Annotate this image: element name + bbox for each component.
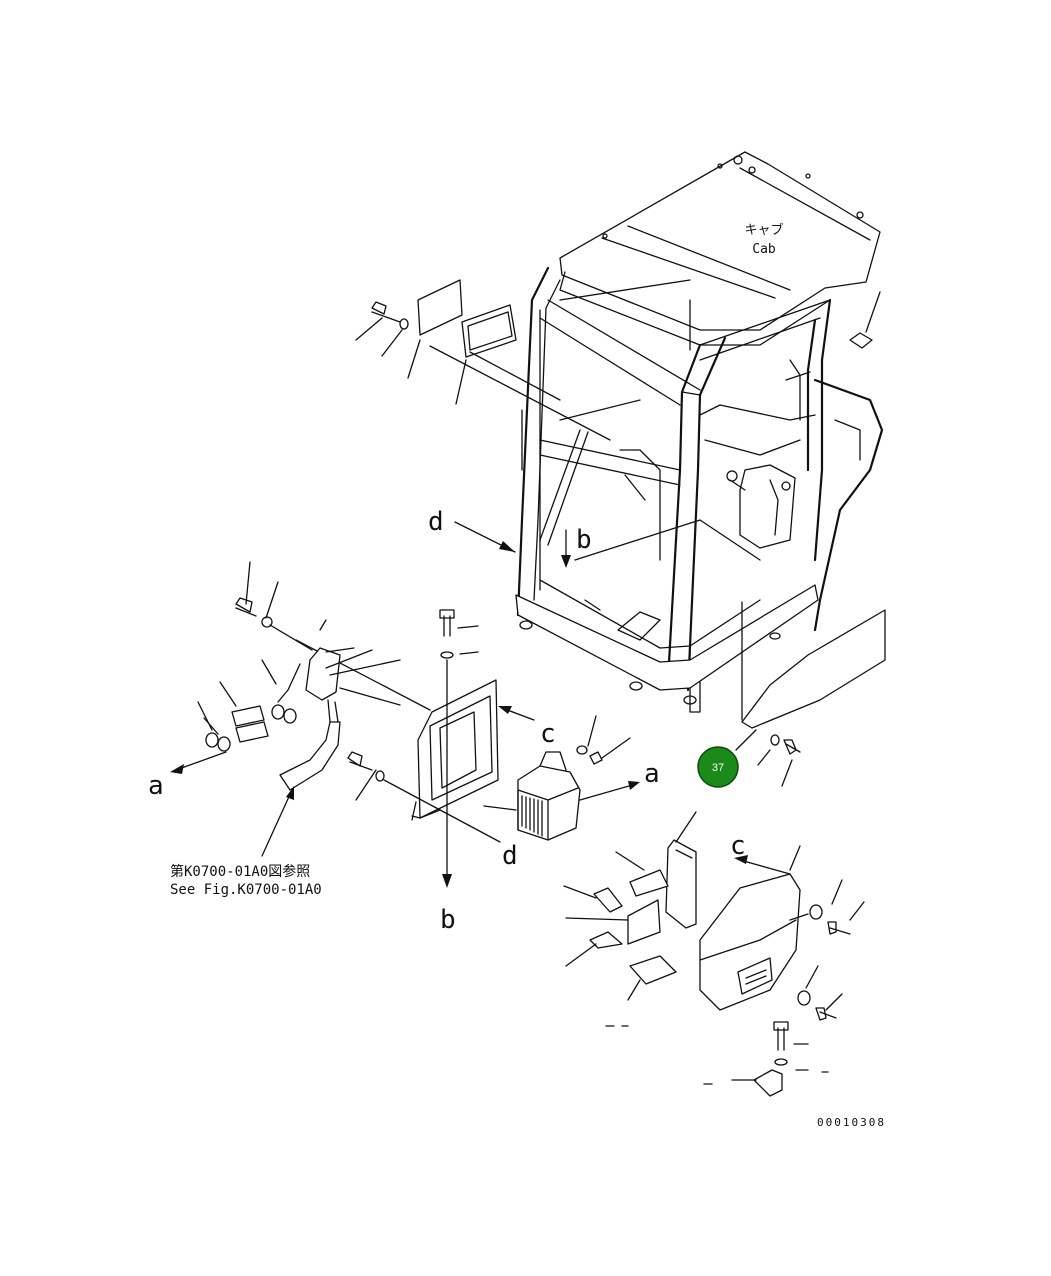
callout-number: 37 [712, 762, 724, 774]
cab-label-en: Cab [752, 242, 776, 257]
cab-label-jp: キャブ [744, 222, 783, 238]
plate-assembly-top-left [355, 279, 881, 441]
view-a-right: a [644, 759, 660, 789]
center-panel: b d [347, 609, 535, 935]
callout-badge [698, 747, 738, 787]
callout-37: 37 [697, 746, 739, 788]
drawing-number: 00010308 [817, 1116, 886, 1129]
view-d-bottom: d [502, 841, 518, 871]
view-arrows-cab: d b [428, 507, 592, 568]
view-a-left: a [148, 771, 164, 801]
cab-label: キャブ Cab [744, 222, 783, 257]
view-d-left: d [428, 507, 444, 537]
view-b-bottom: b [440, 905, 456, 935]
side-panel-right [735, 601, 886, 787]
duct-assembly-left: a [148, 561, 431, 801]
cab-assembly [515, 151, 884, 713]
ref-note-en: See Fig.K0700-01A0 [170, 882, 322, 898]
pad-set-lower [563, 811, 697, 1027]
ref-note-jp: 第K0700-01A0図参照 [170, 863, 310, 880]
reference-note: 第K0700-01A0図参照 See Fig.K0700-01A0 [170, 786, 322, 898]
heater-unit: a c [483, 715, 660, 841]
cover-assembly-lower-right: c [699, 831, 865, 1097]
view-b-top: b [576, 525, 592, 555]
view-c-right: c [730, 831, 746, 861]
view-c-mid: c [540, 719, 556, 749]
